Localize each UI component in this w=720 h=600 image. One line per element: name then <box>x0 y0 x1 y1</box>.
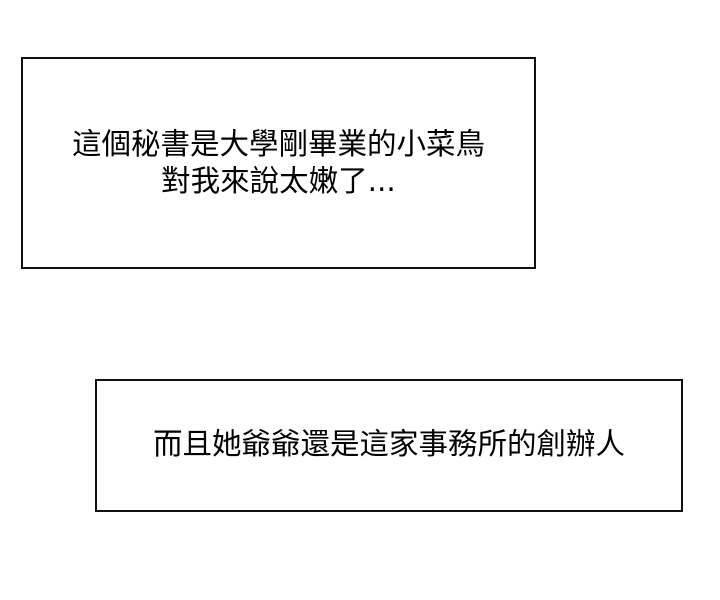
caption-line: 這個秘書是大學剛畢業的小菜鳥 <box>71 127 485 161</box>
caption-line: 而且她爺爺還是這家事務所的創辦人 <box>152 427 625 461</box>
caption-box-2: 而且她爺爺還是這家事務所的創辦人 <box>95 379 683 512</box>
caption-box-1: 這個秘書是大學剛畢業的小菜鳥 對我來說太嫩了... <box>21 57 536 269</box>
caption-line: 對我來說太嫩了... <box>161 164 396 198</box>
